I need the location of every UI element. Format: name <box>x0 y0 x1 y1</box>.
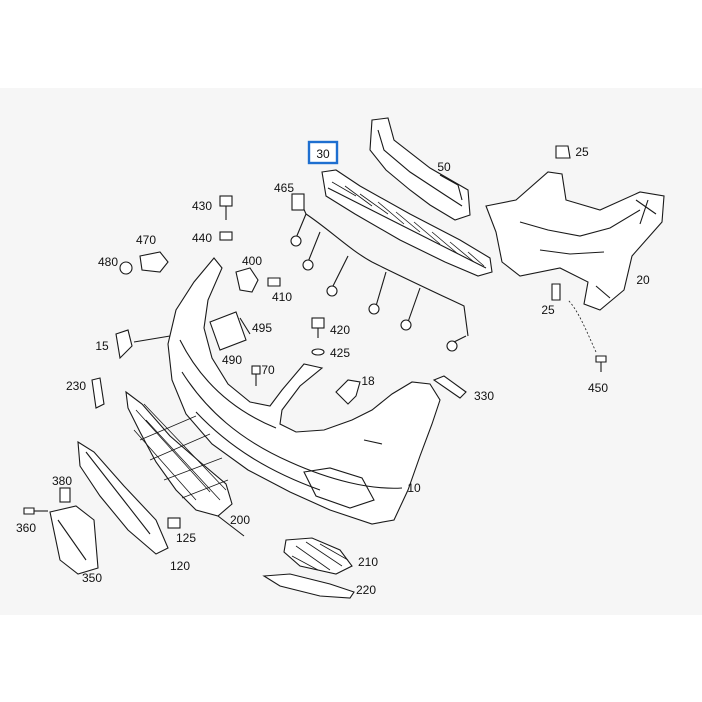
part-125-bolt[interactable] <box>167 517 181 529</box>
part-18-holder[interactable] <box>335 379 361 405</box>
callout-c440[interactable]: 440 <box>192 231 212 245</box>
callout-c380[interactable]: 380 <box>52 474 72 488</box>
part-25-clip-lower[interactable] <box>551 283 561 301</box>
callout-c465[interactable]: 465 <box>274 181 294 195</box>
part-440-nut[interactable] <box>219 231 233 241</box>
callout-labels: 30 50 25 465 430 440 470 480 400 410 20 25 495 490 420… <box>16 145 650 597</box>
part-450-screw[interactable] <box>567 299 607 372</box>
part-420-bolt[interactable] <box>311 317 325 338</box>
callout-c480[interactable]: 480 <box>98 255 118 269</box>
part-430-bolt[interactable] <box>219 195 233 220</box>
callout-c200[interactable]: 200 <box>230 513 250 527</box>
callout-c210[interactable]: 210 <box>358 555 378 569</box>
callout-c450[interactable]: 450 <box>588 381 608 395</box>
part-380-clip[interactable] <box>59 487 71 503</box>
part-350-plate-holder[interactable] <box>49 505 99 575</box>
part-220-trim-strip[interactable] <box>262 573 355 599</box>
callout-c420[interactable]: 420 <box>330 323 350 337</box>
callout-c20[interactable]: 20 <box>636 273 650 287</box>
callout-c230[interactable]: 230 <box>66 379 86 393</box>
callout-c25b[interactable]: 25 <box>541 303 555 317</box>
callout-c360[interactable]: 360 <box>16 521 36 535</box>
part-490-control-unit[interactable] <box>209 311 251 351</box>
part-465-wiring-harness[interactable] <box>290 193 469 352</box>
callout-c25a[interactable]: 25 <box>575 145 589 159</box>
part-480-ring[interactable] <box>119 261 133 275</box>
part-360-screw[interactable] <box>23 507 48 515</box>
part-210-fog-grille[interactable] <box>283 537 353 575</box>
part-120-spoiler[interactable] <box>77 440 169 555</box>
callout-c430[interactable]: 430 <box>192 199 212 213</box>
part-425-washer[interactable] <box>311 348 325 356</box>
part-230-bracket[interactable] <box>91 377 105 409</box>
part-15-cover[interactable] <box>115 329 171 360</box>
callout-c30[interactable]: 30 <box>316 147 330 161</box>
part-200-lower-grille[interactable] <box>125 390 245 537</box>
part-50-reinforcement[interactable] <box>369 117 471 221</box>
part-70-bolt[interactable] <box>251 365 261 386</box>
callout-c410[interactable]: 410 <box>272 290 292 304</box>
callout-c470[interactable]: 470 <box>136 233 156 247</box>
highlight-box <box>307 140 339 165</box>
callout-c495[interactable]: 495 <box>252 321 272 335</box>
callout-c120[interactable]: 120 <box>170 559 190 573</box>
part-25-clip-upper[interactable] <box>555 145 571 159</box>
callout-c425[interactable]: 425 <box>330 346 350 360</box>
callout-c70[interactable]: 70 <box>261 363 275 377</box>
part-330-trim-strip[interactable] <box>432 375 467 399</box>
callout-c15[interactable]: 15 <box>95 339 109 353</box>
callout-c400[interactable]: 400 <box>242 254 262 268</box>
diagram-background <box>0 88 702 615</box>
part-20-side-bracket[interactable] <box>485 171 665 311</box>
callout-c350[interactable]: 350 <box>82 571 102 585</box>
part-30-absorber-bar[interactable] <box>321 169 493 277</box>
callout-c490[interactable]: 490 <box>222 353 242 367</box>
part-410-screw[interactable] <box>267 277 281 287</box>
callout-c10[interactable]: 10 <box>407 481 421 495</box>
part-10-bumper-cover[interactable] <box>167 257 441 525</box>
callout-c18[interactable]: 18 <box>361 374 375 388</box>
callout-c330[interactable]: 330 <box>474 389 494 403</box>
part-470-sensor[interactable] <box>139 251 169 273</box>
part-400-holder[interactable] <box>235 267 259 293</box>
callout-c220[interactable]: 220 <box>356 583 376 597</box>
callout-c125[interactable]: 125 <box>176 531 196 545</box>
callout-c50[interactable]: 50 <box>437 160 451 174</box>
